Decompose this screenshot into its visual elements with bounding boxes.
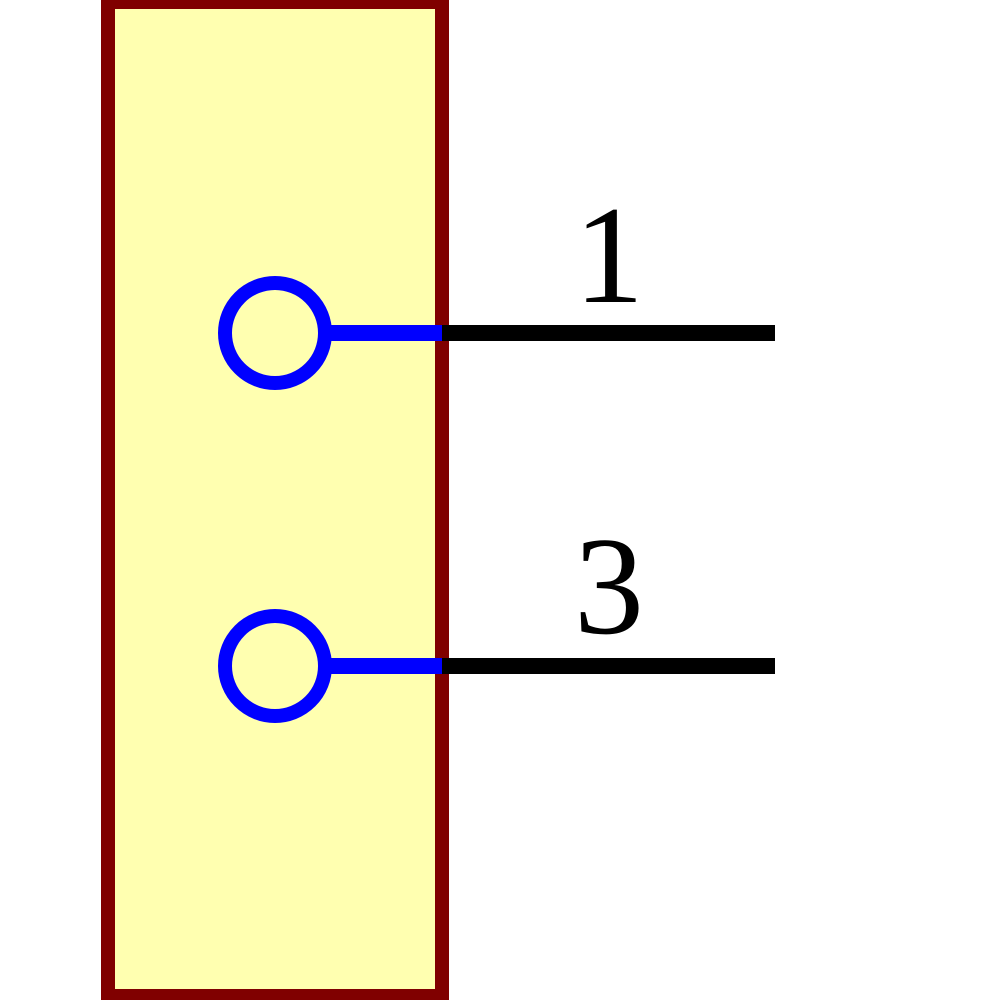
pin-3[interactable]: 3 <box>218 509 775 723</box>
pin-1[interactable]: 1 <box>218 178 775 390</box>
component-body <box>101 0 449 1000</box>
pin-1-number: 1 <box>574 178 644 333</box>
pin-3-circle-icon <box>218 609 332 723</box>
pin-3-number: 3 <box>574 509 644 664</box>
pin-1-circle-icon <box>218 276 332 390</box>
